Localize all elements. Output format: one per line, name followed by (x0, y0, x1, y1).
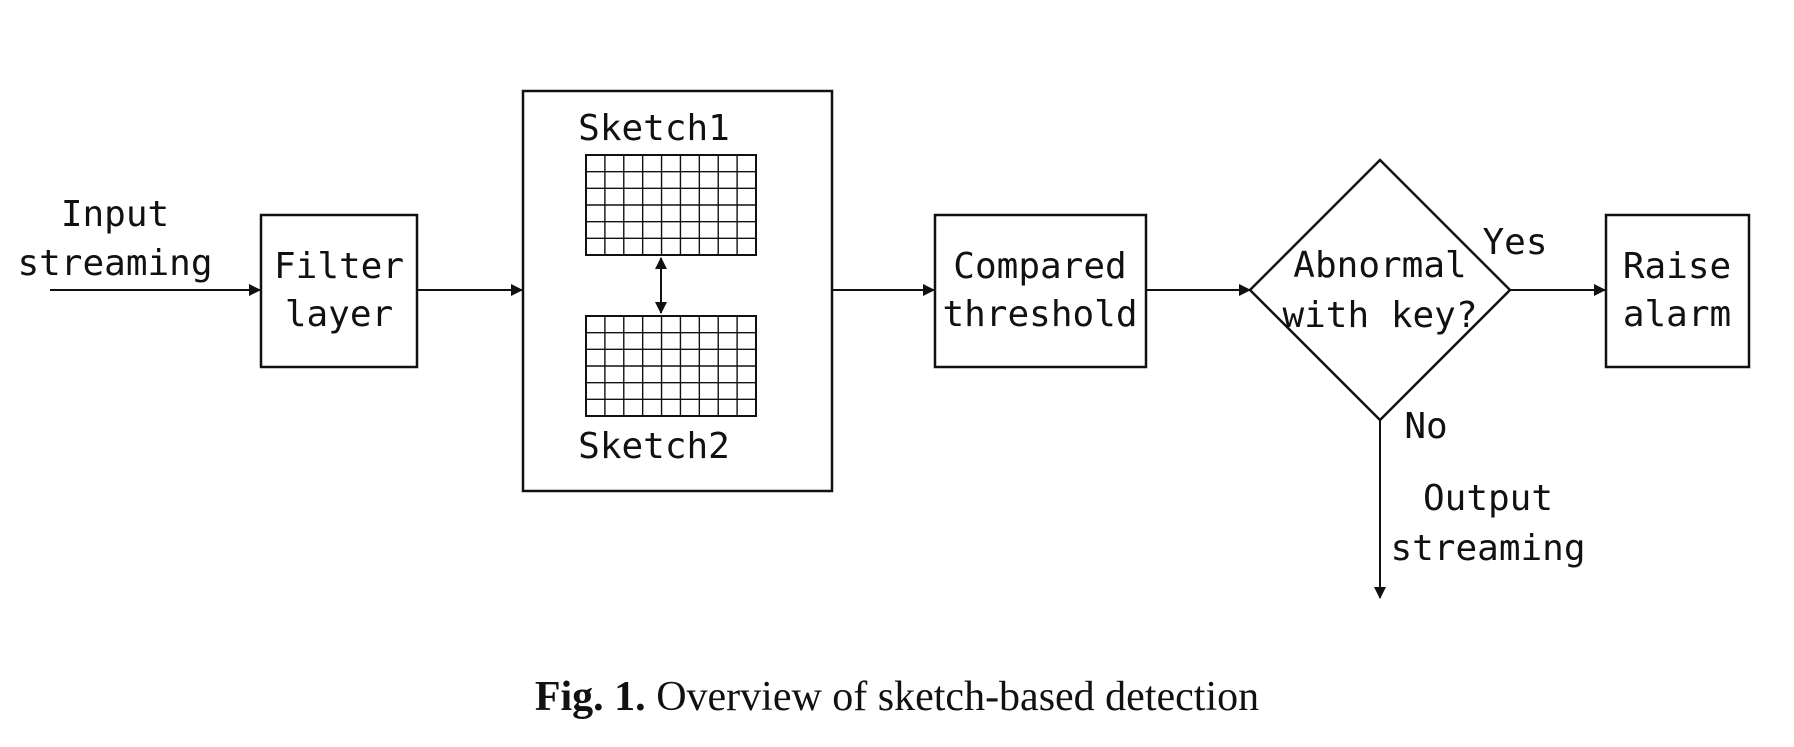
yes-label: Yes (1482, 222, 1547, 263)
decision-label-line1: Abnormal (1293, 245, 1466, 286)
caption-text: Overview of sketch-based detection (656, 674, 1259, 720)
caption-gap (646, 674, 657, 720)
filter-label-line1: Filter (274, 246, 404, 287)
sketch1-grid (585, 154, 757, 256)
decision-label-line2: with key? (1282, 295, 1477, 336)
compare-label-line1: Compared (953, 246, 1126, 287)
figure-caption: Fig. 1. Overview of sketch-based detecti… (535, 674, 1259, 720)
input-label-line2: streaming (17, 243, 212, 284)
sketch1-label: Sketch1 (578, 108, 730, 149)
filter-label-line2: layer (285, 294, 393, 335)
sketch2-grid (585, 315, 757, 417)
compare-label-line2: threshold (942, 294, 1137, 335)
sketch2-label: Sketch2 (578, 426, 730, 467)
decision-diamond (1248, 158, 1512, 422)
filter-layer-box (259, 213, 419, 369)
input-label-line1: Input (61, 194, 169, 235)
alarm-label-line1: Raise (1623, 246, 1731, 287)
alarm-label-line2: alarm (1623, 294, 1731, 335)
caption-prefix: Fig. 1. (535, 674, 646, 720)
output-label-line1: Output (1423, 478, 1553, 519)
output-label-line2: streaming (1390, 528, 1585, 569)
compare-box (933, 213, 1148, 369)
no-label: No (1404, 406, 1447, 447)
alarm-box (1604, 213, 1751, 369)
